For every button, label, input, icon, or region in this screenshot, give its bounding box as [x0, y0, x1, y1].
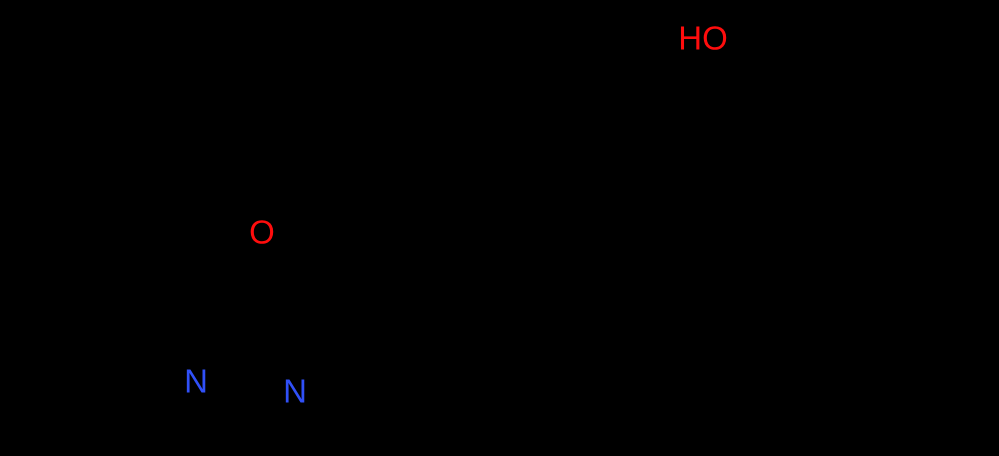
oxadiazole-oxygen-label: O [249, 213, 275, 251]
oxadiazole-nitrogen-label-2: N [283, 372, 307, 410]
oxadiazole-nitrogen-label-1: N [184, 362, 208, 400]
hydroxyl-label: HO [678, 19, 728, 57]
